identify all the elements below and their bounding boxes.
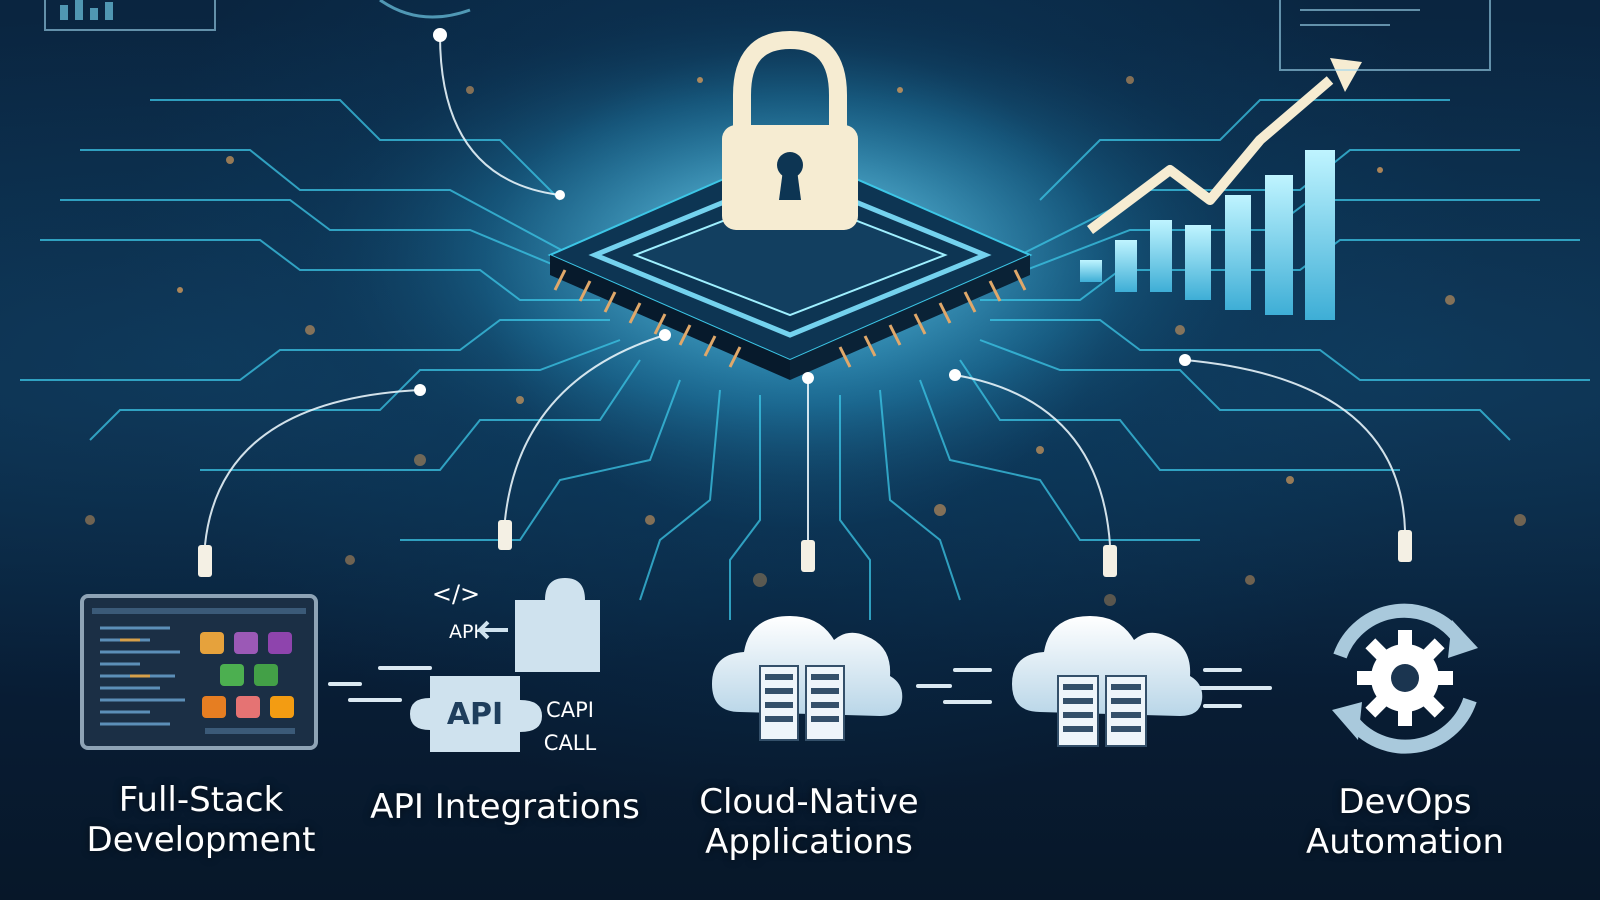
ring-arc	[379, 0, 471, 19]
label-devops-automation: DevOps Automation	[1300, 782, 1510, 862]
connector-wires	[204, 34, 1406, 546]
label-devops-line1: DevOps	[1338, 782, 1472, 822]
growth-chart-icon	[1080, 58, 1362, 320]
gear-sync-icon	[1332, 603, 1478, 754]
label-api-line1: API Integrations	[370, 787, 640, 827]
floating-panel-right	[1279, 0, 1491, 71]
label-full-stack-development: Full-Stack Development	[86, 780, 316, 860]
label-devops-line2: Automation	[1305, 822, 1505, 862]
api-small-text: API	[449, 621, 479, 643]
cloud-server-icon-2	[1012, 616, 1203, 747]
code-editor-icon	[80, 594, 318, 750]
capi-text: CAPI	[546, 698, 594, 722]
label-cloud-native-applications: Cloud-Native Applications	[684, 782, 934, 862]
label-full-stack-line1: Full-Stack	[118, 780, 284, 820]
cloud-server-icon	[712, 616, 903, 741]
floating-panel-left	[44, 0, 216, 31]
connector-nodes	[414, 28, 1191, 396]
label-api-integrations: API Integrations	[360, 787, 650, 827]
label-full-stack-line2: Development	[86, 820, 316, 860]
api-big-text: API	[447, 697, 503, 732]
processor-chip	[547, 148, 1033, 380]
code-tag-text: </>	[432, 580, 480, 608]
connector-plugs	[198, 520, 1412, 577]
puzzle-api-icon: </> API API CAPI CALL	[410, 578, 600, 755]
lock-icon	[722, 30, 858, 230]
data-streaks	[328, 666, 1272, 708]
label-cloud-line2: Applications	[705, 822, 913, 862]
call-text: CALL	[544, 731, 597, 755]
label-cloud-line1: Cloud-Native	[699, 782, 919, 822]
